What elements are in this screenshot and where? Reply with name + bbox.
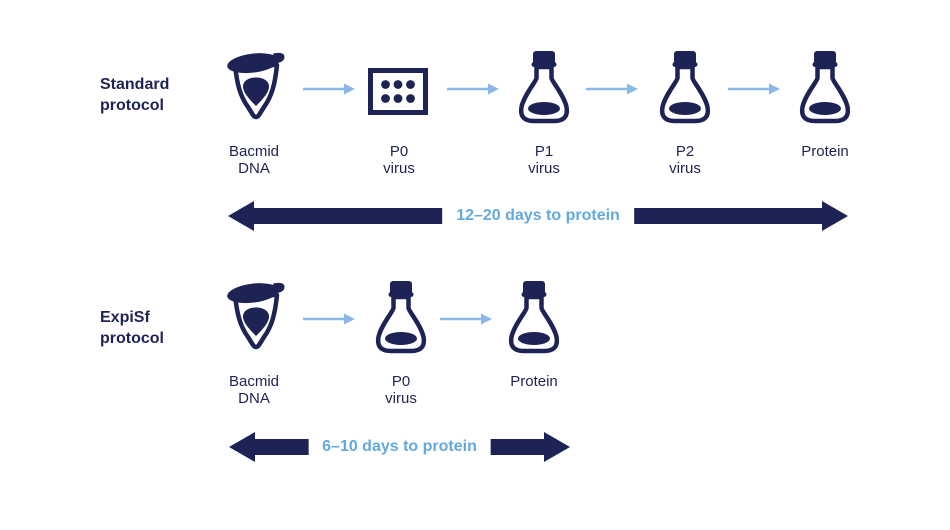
caption-line: Bacmid [228, 143, 280, 160]
expisf-protocol-label-line1: ExpiSf [100, 309, 150, 326]
caption-line: DNA [238, 160, 270, 177]
bacmid-dna-caption: Bacmid DNA [209, 373, 299, 407]
caption-line: P2 [675, 143, 695, 160]
standard-protocol-label: Standard protocol [100, 74, 169, 116]
arrowhead-left-icon [228, 201, 254, 231]
flow-arrow-icon [303, 83, 355, 95]
flow-arrow-icon [447, 83, 499, 95]
caption-line: Protein [510, 373, 558, 390]
expisf-duration-arrow: 6–10 days to protein [229, 432, 570, 462]
expisf-protocol-label-line2: protocol [100, 330, 164, 347]
standard-duration-arrow: 12–20 days to protein [228, 201, 848, 231]
caption-line: virus [669, 160, 701, 177]
caption-line: DNA [238, 390, 270, 407]
caption-line: virus [528, 160, 560, 177]
caption-line: P0 [389, 143, 409, 160]
protein-caption: Protein [780, 143, 870, 160]
arrowhead-right-icon [544, 432, 570, 462]
caption-line: Protein [801, 143, 849, 160]
bacmid-dna-tube-icon [225, 282, 287, 356]
caption-line: P0 [391, 373, 411, 390]
flow-arrow-icon [728, 83, 780, 95]
p0-virus-caption: P0 virus [356, 373, 446, 407]
p2-virus-caption: P2 virus [640, 143, 730, 177]
protein-flask-icon [507, 280, 561, 356]
bacmid-dna-tube-icon [225, 52, 287, 126]
p0-virus-flask-icon [374, 280, 428, 356]
arrowhead-left-icon [229, 432, 255, 462]
standard-duration-label: 12–20 days to protein [442, 207, 634, 225]
protein-flask-icon [798, 50, 852, 126]
caption-line: P1 [534, 143, 554, 160]
protein-caption: Protein [489, 373, 579, 390]
expisf-duration-label: 6–10 days to protein [308, 438, 491, 456]
p1-virus-flask-icon [517, 50, 571, 126]
p0-virus-caption: P0 virus [354, 143, 444, 177]
caption-line: virus [385, 390, 417, 407]
caption-line: Bacmid [228, 373, 280, 390]
standard-protocol-label-line2: protocol [100, 97, 164, 114]
arrowhead-right-icon [822, 201, 848, 231]
p1-virus-caption: P1 virus [499, 143, 589, 177]
flow-arrow-icon [440, 313, 492, 325]
p0-virus-plate-icon [368, 68, 428, 115]
standard-protocol-label-line1: Standard [100, 76, 170, 93]
bacmid-dna-caption: Bacmid DNA [209, 143, 299, 177]
flow-arrow-icon [586, 83, 638, 95]
p2-virus-flask-icon [658, 50, 712, 126]
caption-line: virus [383, 160, 415, 177]
expisf-protocol-label: ExpiSf protocol [100, 307, 164, 349]
flow-arrow-icon [303, 313, 355, 325]
